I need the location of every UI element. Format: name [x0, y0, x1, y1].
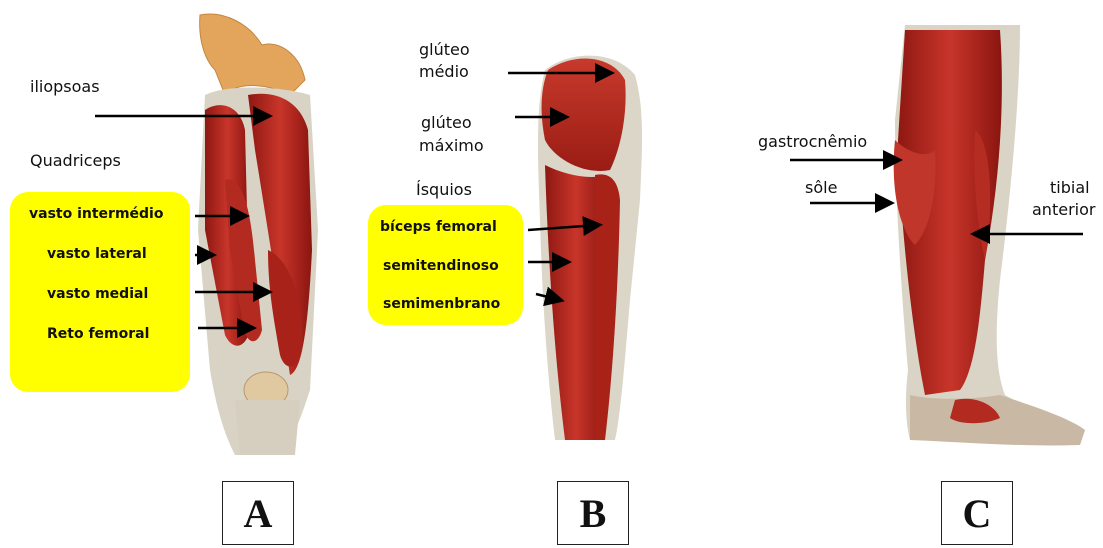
label-semimenbrano: semimenbrano	[383, 297, 500, 311]
label-gluteo-medio-line1: glúteo	[419, 42, 470, 58]
label-biceps-femoral: bíceps femoral	[380, 220, 497, 234]
label-reto-femoral: Reto femoral	[47, 327, 149, 341]
panel-letter-c: C	[941, 481, 1013, 545]
label-vasto-medial: vasto medial	[47, 287, 148, 301]
label-vasto-lateral: vasto lateral	[47, 247, 147, 261]
label-isquios: Ísquios	[416, 182, 472, 198]
label-iliopsoas: iliopsoas	[30, 79, 100, 95]
thigh-posterior-figure	[538, 56, 642, 440]
panel-letter-a: A	[222, 481, 294, 545]
label-gastrocnemio: gastrocnêmio	[758, 134, 867, 150]
label-gluteo-medio-line2: médio	[419, 64, 469, 80]
label-quadriceps: Quadriceps	[30, 153, 121, 169]
label-gluteo-maximo-line2: máximo	[419, 138, 484, 154]
label-gluteo-maximo-line1: glúteo	[421, 115, 472, 131]
panel-letter-b: B	[557, 481, 629, 545]
label-tibial-line2: anterior	[1032, 202, 1095, 218]
thigh-anterior-figure	[198, 14, 318, 455]
label-sole: sôle	[805, 180, 837, 196]
label-vasto-intermedio: vasto intermédio	[29, 207, 163, 221]
label-tibial-line1: tibial	[1050, 180, 1090, 196]
label-semitendinoso: semitendinoso	[383, 259, 499, 273]
